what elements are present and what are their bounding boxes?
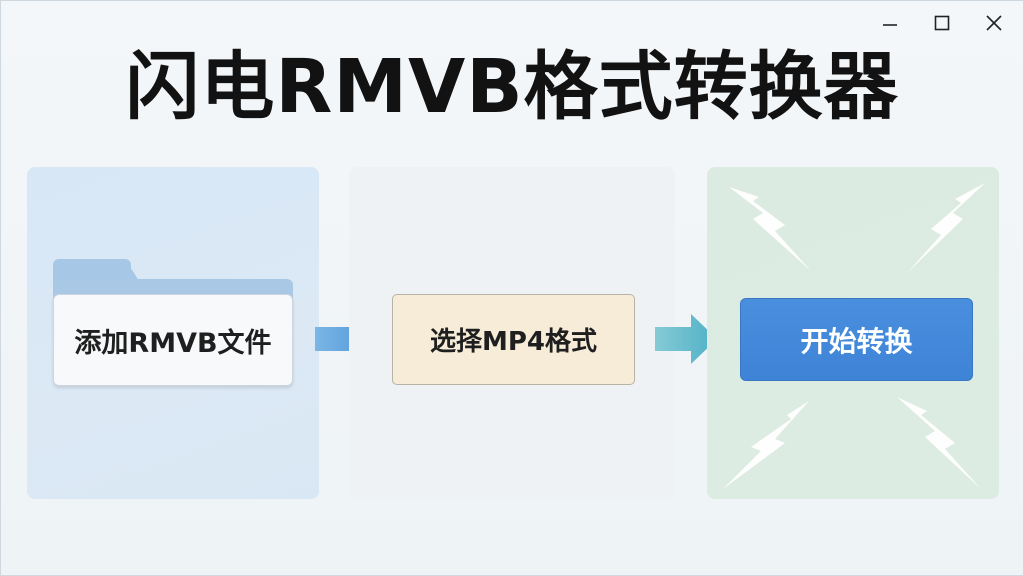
- lightning-bolt-icon: [723, 401, 809, 489]
- choose-mp4-format-button[interactable]: 选择MP4格式: [392, 294, 635, 385]
- choose-mp4-format-label: 选择MP4格式: [429, 327, 598, 357]
- minimize-button[interactable]: [875, 9, 905, 37]
- lightning-bolt-icon: [729, 187, 811, 271]
- close-button[interactable]: [979, 9, 1009, 37]
- add-rmvb-files-button[interactable]: 添加RMVB文件: [53, 294, 293, 386]
- minimize-icon: [883, 24, 897, 26]
- start-convert-label: 开始转换: [800, 324, 913, 358]
- lightning-bolt-icon: [897, 397, 981, 489]
- app-title: 闪电RMVB格式转换器: [125, 44, 899, 130]
- window-controls: [875, 9, 1009, 37]
- close-icon: [986, 15, 1002, 31]
- right-arrow-icon: [655, 314, 717, 364]
- add-rmvb-files-label: 添加RMVB文件: [74, 327, 272, 359]
- maximize-button[interactable]: [927, 9, 957, 37]
- maximize-icon: [934, 15, 950, 31]
- lightning-bolt-icon: [907, 183, 985, 273]
- start-convert-button[interactable]: 开始转换: [740, 298, 973, 381]
